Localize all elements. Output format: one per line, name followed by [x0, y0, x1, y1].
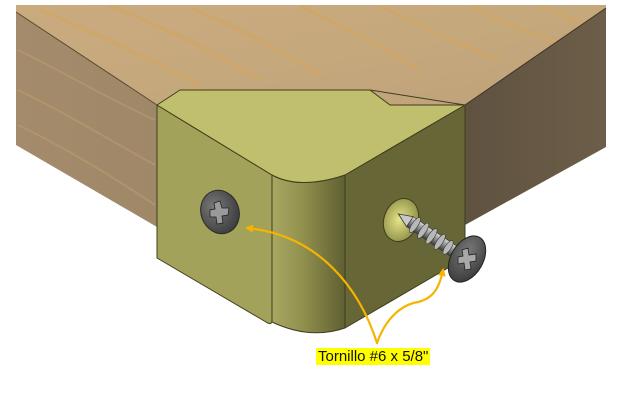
- wood-board: [15, 4, 607, 227]
- arrow-to-installed-screw: [245, 224, 379, 345]
- installed-screw: [200, 189, 240, 235]
- wood-left-face: [16, 12, 157, 227]
- wood-grain: [39, 4, 601, 87]
- wood-right-face: [465, 8, 606, 225]
- screw-threads: [409, 217, 454, 255]
- corner-bracket: [156, 89, 466, 334]
- arrow-to-new-screw: [375, 268, 446, 345]
- phillips-cross-icon: [457, 247, 477, 271]
- wood-left-grain: [17, 49, 156, 206]
- screw-callout-label: Tornillo #6 x 5/8": [316, 348, 431, 365]
- bracket-curved-corner: [271, 174, 346, 334]
- screw-being-installed: [397, 213, 487, 283]
- bracket-top-face: [156, 89, 466, 183]
- phillips-cross-icon: [209, 200, 230, 225]
- callout-arrows: [245, 224, 446, 345]
